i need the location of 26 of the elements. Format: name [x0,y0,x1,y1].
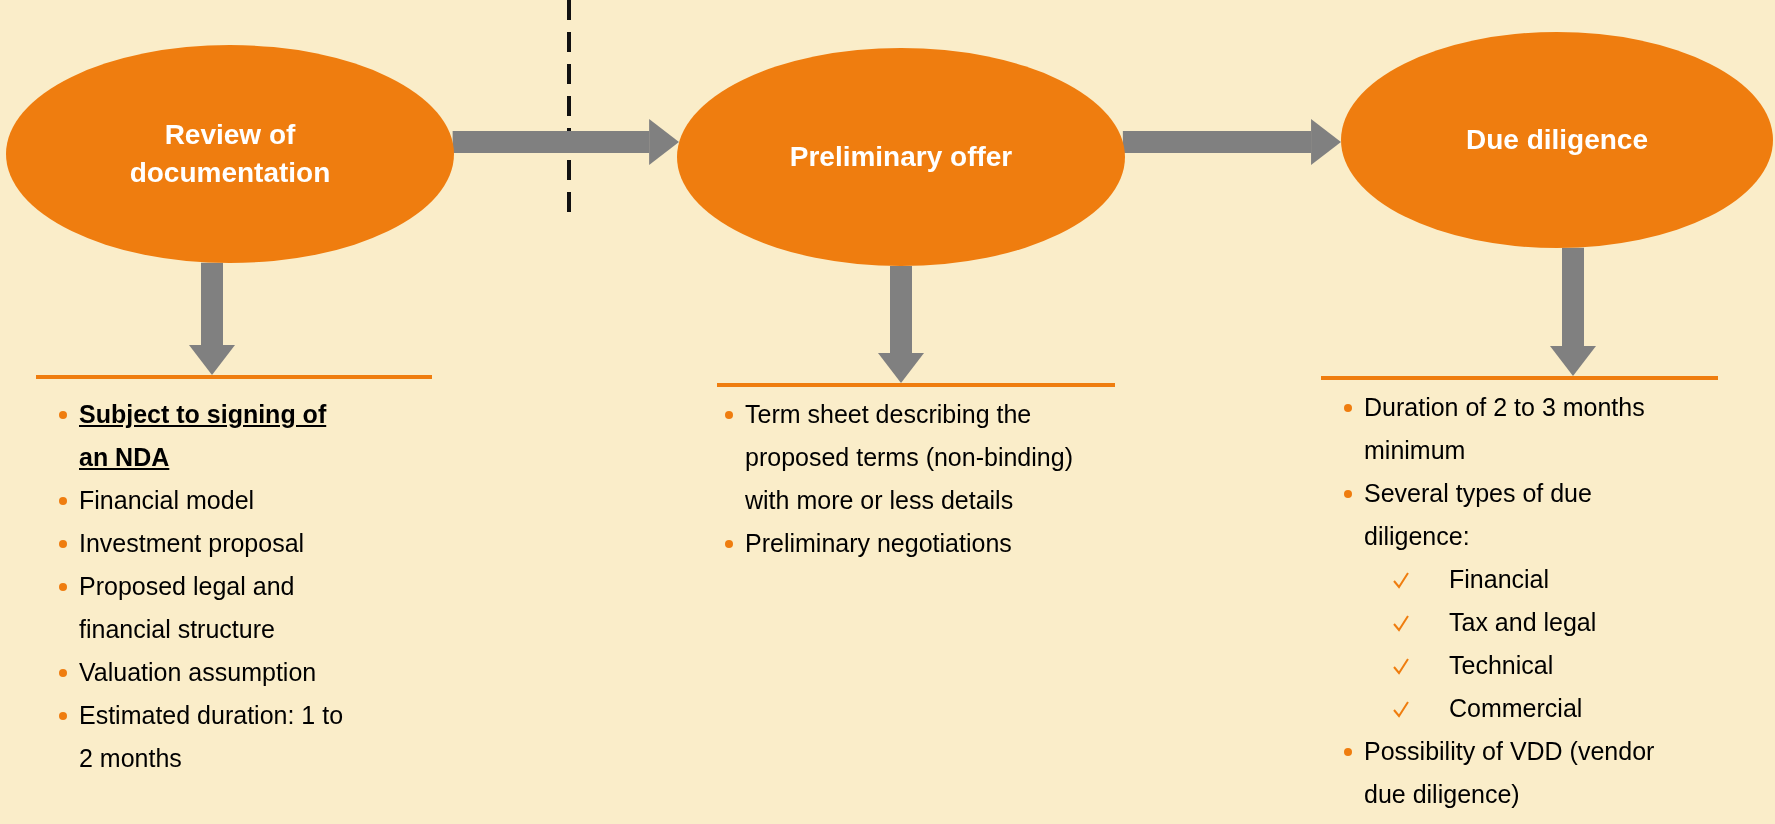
checklist-item: Technical [1449,651,1554,679]
process-label: Preliminary offer [789,140,1013,174]
bullet-item: Subject to signing of an NDA [79,400,327,471]
block-arrow [189,262,235,375]
bullet-item: Possibility of VDD (vendor due diligence) [1364,737,1655,808]
block-arrow [878,266,924,383]
checklist-item: Financial [1449,565,1550,593]
block-arrow [1550,247,1596,376]
bullet-item: Several types of due diligence: [1364,479,1592,550]
bullet-item: Valuation assumption [79,658,317,686]
process-ellipse [6,45,454,263]
bullet-item: Duration of 2 to 3 months minimum [1364,393,1645,464]
process-label: Review of documentation [128,118,332,190]
checklist-item: Tax and legal [1449,608,1597,636]
block-arrow [1122,119,1342,165]
process-ellipse [677,48,1125,266]
bullet-item: Investment proposal [79,529,305,557]
bullet-item: Financial model [79,486,255,514]
bullet-item: Estimated duration: 1 to 2 months [79,701,344,772]
checklist-item: Commercial [1449,694,1583,722]
process-ellipse [1341,32,1773,248]
bullet-item: Preliminary negotiations [745,529,1012,557]
process-label: Due diligence [1465,123,1648,157]
bullet-item: Proposed legal and financial structure [79,572,295,643]
block-arrow [452,119,680,165]
bullet-item: Term sheet describing the proposed terms (non-binding) with more or less details [745,400,1073,514]
